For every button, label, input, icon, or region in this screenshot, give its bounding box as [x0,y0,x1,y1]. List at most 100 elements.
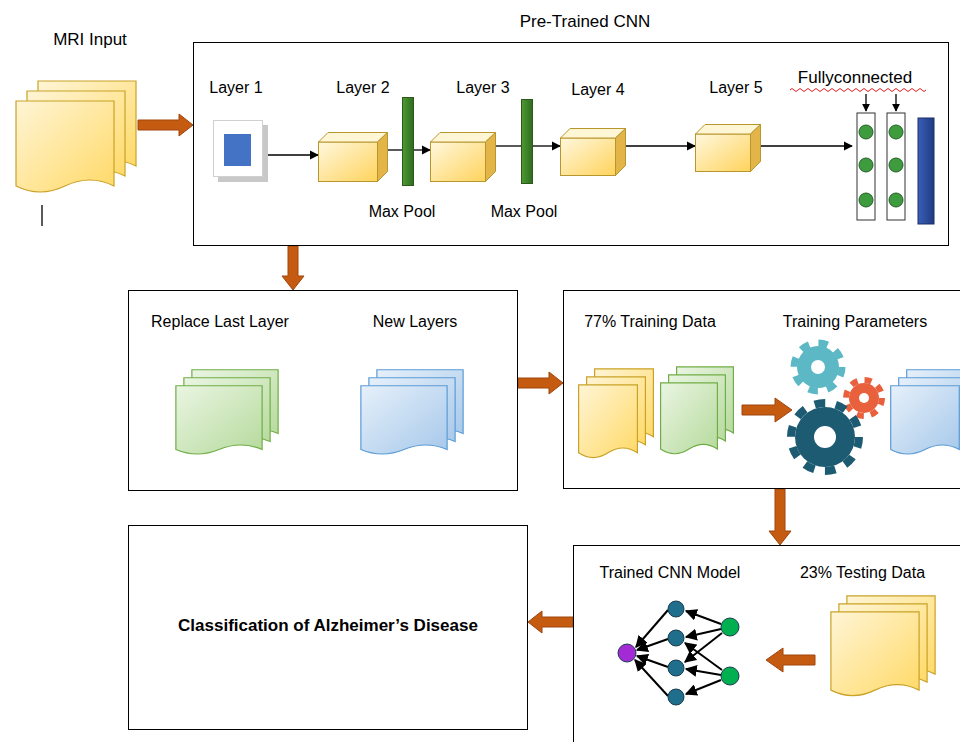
testing-doc-stack-part [831,612,919,696]
gear-icon [791,343,882,471]
node-label: Training Parameters [765,312,945,331]
fully-connected-part [887,113,905,220]
conv-layer-part [561,138,616,176]
layer-connector [761,145,852,146]
flow-arrow [769,489,791,545]
node-label: Layer 3 [443,78,523,97]
fc-label-underline-part [790,89,926,92]
conv-layer-part [319,133,388,143]
fully-connected-part [857,113,875,220]
training-doc-stack-part [579,385,638,458]
green-doc-stack [176,370,278,454]
input-layer-shape [213,120,268,182]
training-doc-stack [579,369,654,458]
node-label: Classification of Alzheimer’s Disease [128,616,528,636]
max-pool-bar-shape [402,97,414,186]
fc-arrows-part [895,94,896,111]
node-label: Layer 4 [558,80,638,99]
green-doc-stack-part [176,386,262,454]
network-icon-part [686,629,721,637]
node-label: Layer 5 [696,78,776,97]
node-label: Layer 2 [323,78,403,97]
result-box: Classification of Alzheimer’s Disease [128,525,528,730]
mri-input-stack: MRI Input [12,75,138,210]
layer-connector [414,149,430,150]
network-nodes [618,601,739,705]
conv-layer-shape [695,124,761,172]
conv-layer: Layer 3 [430,132,496,182]
gear-icon-part [846,380,882,416]
network-icon-part [637,639,668,650]
fully-connected-part [859,125,873,139]
fully-connected-part [889,125,903,139]
conv-layer-part [431,133,496,143]
blue-doc-stack [361,370,463,454]
conv-layer: Layer 2 [318,132,388,182]
gear-icon-part [791,403,859,471]
fc-arrows [866,94,896,111]
flow-arrow [282,246,304,290]
layer-doc-stack [661,367,734,454]
node-label: New Layers [360,312,470,331]
blue-doc-stack [891,370,960,454]
input-layer-part [224,134,251,166]
fc-label-underline [790,89,926,92]
conv-layer-part [431,142,486,182]
layer-connector [496,145,521,146]
conv-layer: Layer 4 [560,128,626,176]
fc-arrows-part [865,94,866,111]
network-nodes-part [668,630,684,646]
input-layer: Layer 1 [213,120,268,182]
node-label: Fullyconnected [780,68,930,88]
gear-icon-part [849,383,879,413]
conv-layer-part [696,125,761,135]
gear-icon-part [814,426,836,448]
fully-connected-part [889,158,903,172]
node-label: 23% Testing Data [780,563,945,582]
tick-line [41,205,42,226]
flow-arrow [518,372,563,394]
layer-connector [268,154,318,155]
max-pool-bar: Max Pool [521,99,533,184]
layer-connector [626,145,695,146]
network-icon-part [685,643,722,670]
process-box: Trained CNN Model 23% Testing Data [573,545,960,742]
network-nodes-part [721,618,739,636]
max-pool-bar: Max Pool [402,97,414,186]
fully-connected-part [859,193,873,207]
network-nodes-part [618,644,636,662]
gear-icon-part [797,346,839,388]
node-label: Max Pool [474,202,574,221]
input-layer-part [214,121,263,177]
layer-doc-stack-part [661,383,718,454]
network-icon-part [635,660,668,696]
node-label: Trained CNN Model [580,563,760,582]
conv-layer-part [561,129,626,139]
process-box: Replace Last LayerNew Layers [128,290,518,491]
conv-layer-shape [430,132,496,182]
conv-layer-part [696,134,751,172]
max-pool-bar-part [522,100,533,184]
mri-input-stack-shape [12,75,138,210]
node-label: Max Pool [352,202,452,221]
cnn-box: Pre-Trained CNNLayer 1Layer 2Max PoolLay… [193,42,949,246]
conv-layer-shape [560,128,626,176]
layer-connector [388,149,402,150]
blue-doc-stack-part [891,386,960,454]
flow-arrow [766,648,815,672]
gear-icon-part [811,360,825,374]
conv-layer-part [319,142,378,182]
fully-connected-part [859,158,873,172]
network-icon-part [686,680,721,694]
gear-icon-part [859,393,869,403]
network-icon [635,610,722,696]
node-label: Pre-Trained CNN [435,12,735,32]
flow-arrow [528,611,573,633]
testing-doc-stack [831,596,935,696]
conv-layer-part [486,133,496,182]
layer-connector [533,145,560,146]
network-nodes-part [668,660,684,676]
node-label: 77% Training Data [570,312,730,331]
